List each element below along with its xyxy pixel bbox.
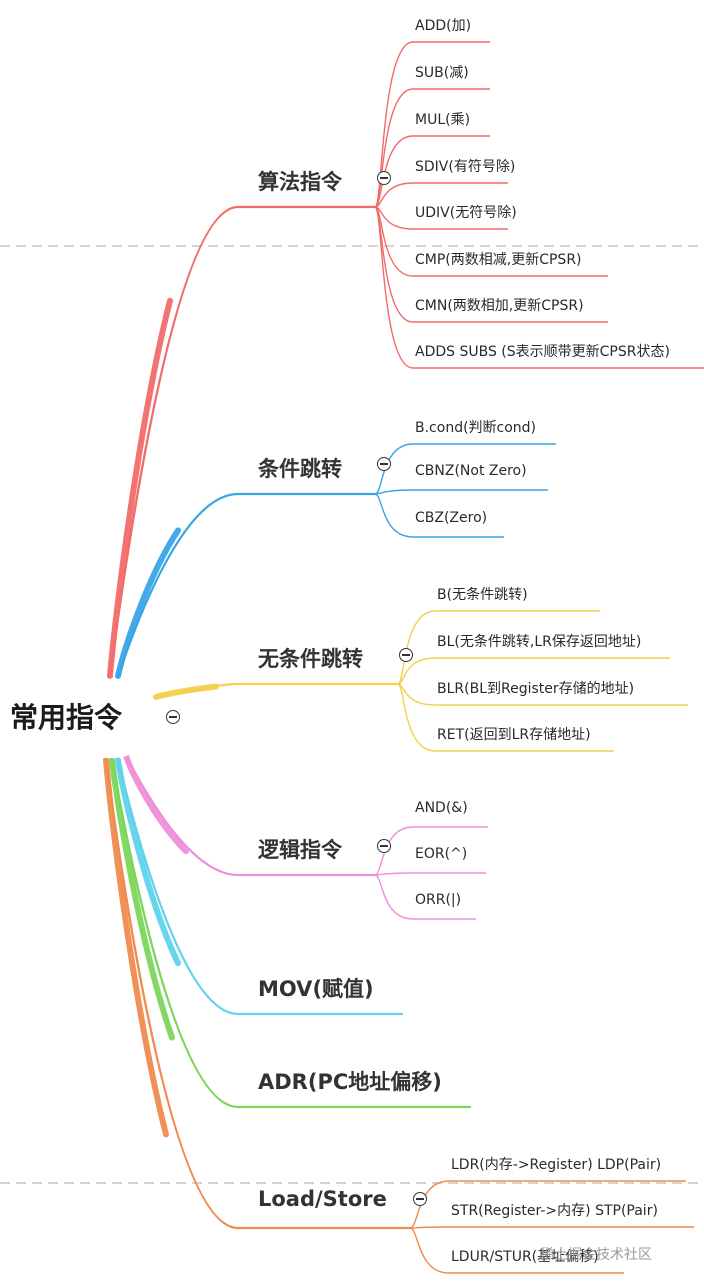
root-collapse-icon[interactable] bbox=[166, 710, 180, 724]
leaf-edge bbox=[374, 489, 548, 495]
leaf-node-label[interactable]: CBZ(Zero) bbox=[415, 510, 488, 526]
leaf-node-label[interactable]: MUL(乘) bbox=[415, 112, 471, 128]
leaf-node-label[interactable]: SDIV(有符号除) bbox=[415, 159, 516, 175]
branch-node-label[interactable]: 条件跳转 bbox=[258, 457, 342, 481]
leaf-edge bbox=[409, 1227, 624, 1274]
branch-collapse-icon[interactable] bbox=[377, 457, 391, 471]
leaf-node-label[interactable]: BLR(BL到Register存储的地址) bbox=[437, 681, 635, 697]
root-node-background bbox=[0, 682, 152, 758]
leaf-node-label[interactable]: B.cond(判断cond) bbox=[415, 420, 537, 436]
leaf-edge bbox=[409, 1226, 694, 1229]
branch-node-label[interactable]: 算法指令 bbox=[258, 170, 342, 194]
branch-node-label[interactable]: 无条件跳转 bbox=[258, 647, 363, 671]
branch-collapse-icon[interactable] bbox=[377, 839, 391, 853]
branch-collapse-icon[interactable] bbox=[377, 171, 391, 185]
leaf-node-label[interactable]: EOR(^) bbox=[415, 846, 468, 862]
leaf-edge bbox=[374, 206, 704, 369]
watermark-text: 稀土掘金技术社区 bbox=[540, 1247, 652, 1263]
branch-node-label[interactable]: ADR(PC地址偏移) bbox=[258, 1070, 442, 1094]
branch-edge-root-segment bbox=[103, 757, 169, 1138]
leaf-node-label[interactable]: LDR(内存->Register) LDP(Pair) bbox=[451, 1157, 662, 1173]
branch-edge-root-segment bbox=[107, 297, 173, 679]
branch-collapse-icon[interactable] bbox=[399, 648, 413, 662]
leaf-node-label[interactable]: UDIV(无符号除) bbox=[415, 205, 517, 221]
leaf-node-label[interactable]: AND(&) bbox=[415, 800, 468, 816]
leaf-edge bbox=[397, 683, 614, 752]
branch-edge-root-segment bbox=[153, 683, 219, 700]
branch-node-label[interactable]: MOV(赋值) bbox=[258, 977, 374, 1001]
branch-edge bbox=[108, 205, 377, 678]
leaf-node-label[interactable]: SUB(减) bbox=[415, 65, 469, 81]
leaf-node-label[interactable]: CMN(两数相加,更新CPSR) bbox=[415, 298, 584, 314]
leaf-node-label[interactable]: ORR(|) bbox=[415, 892, 462, 908]
leaf-edge bbox=[374, 182, 508, 208]
branch-edge-root-segment bbox=[115, 527, 181, 679]
page-break-lines bbox=[0, 245, 704, 1184]
branch-node-label[interactable]: Load/Store bbox=[258, 1187, 387, 1211]
leaf-node-label[interactable]: ADD(加) bbox=[415, 18, 472, 34]
leaf-node-label[interactable]: ADDS SUBS (S表示顺带更新CPSR状态) bbox=[415, 344, 670, 360]
leaf-node-label[interactable]: LDUR/STUR(基址偏移) bbox=[451, 1249, 599, 1265]
leaf-edge bbox=[374, 493, 504, 538]
leaf-node-label[interactable]: RET(返回到LR存储地址) bbox=[437, 727, 591, 743]
leaf-edge bbox=[397, 657, 670, 685]
leaf-edge bbox=[397, 610, 600, 685]
leaf-node-label[interactable]: CBNZ(Not Zero) bbox=[415, 463, 527, 479]
branch-node-label[interactable]: 逻辑指令 bbox=[258, 838, 342, 862]
leaf-node-label[interactable]: CMP(两数相减,更新CPSR) bbox=[415, 252, 582, 268]
branch-collapse-icon[interactable] bbox=[413, 1192, 427, 1206]
root-node-label[interactable]: 常用指令 bbox=[10, 701, 123, 734]
leaf-edge bbox=[374, 872, 486, 876]
leaf-node-label[interactable]: STR(Register->内存) STP(Pair) bbox=[451, 1203, 658, 1219]
leaf-edge bbox=[374, 135, 490, 208]
branch-edge-root-segment bbox=[123, 753, 189, 855]
leaf-edge bbox=[374, 88, 490, 208]
branch-edge-root-segment bbox=[115, 757, 181, 967]
leaf-edge bbox=[374, 874, 476, 920]
leaf-node-label[interactable]: B(无条件跳转) bbox=[437, 587, 528, 603]
leaf-node-label[interactable]: BL(无条件跳转,LR保存返回地址) bbox=[437, 634, 642, 650]
branch-edge-root-segment bbox=[109, 757, 175, 1041]
